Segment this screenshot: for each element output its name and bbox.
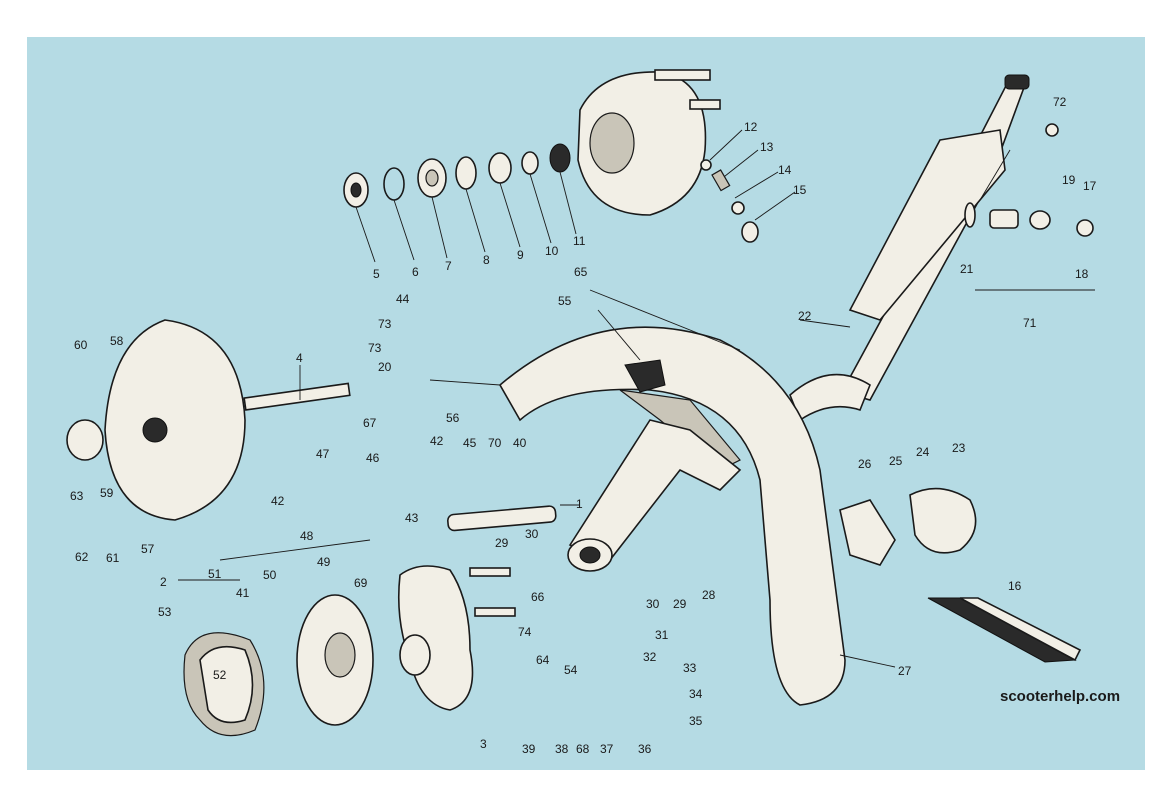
label-25: 25 <box>889 454 903 468</box>
label-64: 64 <box>536 653 550 667</box>
label-42b: 42 <box>271 494 285 508</box>
hub-flange-top <box>577 69 721 216</box>
label-72: 72 <box>1053 95 1067 109</box>
label-28: 28 <box>702 588 716 602</box>
label-74: 74 <box>518 625 532 639</box>
label-15: 15 <box>793 183 807 197</box>
label-54: 54 <box>564 663 578 677</box>
label-41: 41 <box>236 586 250 600</box>
label-26: 26 <box>858 457 872 471</box>
watermark-text: scooterhelp.com <box>1000 688 1121 705</box>
label-48: 48 <box>300 529 314 543</box>
label-7: 7 <box>445 259 452 273</box>
label-37: 37 <box>600 742 614 756</box>
pin-1 <box>447 505 557 532</box>
label-46: 46 <box>366 451 380 465</box>
label-19: 19 <box>1062 173 1076 187</box>
bearings-row <box>343 143 571 208</box>
label-60: 60 <box>74 338 88 352</box>
label-51: 51 <box>208 567 222 581</box>
label-47: 47 <box>316 447 330 461</box>
label-52: 52 <box>213 668 227 682</box>
label-30a: 30 <box>525 527 539 541</box>
label-53: 53 <box>158 605 172 619</box>
label-59: 59 <box>100 486 114 500</box>
label-68: 68 <box>576 742 590 756</box>
label-43: 43 <box>405 511 419 525</box>
label-10: 10 <box>545 244 559 258</box>
label-58: 58 <box>110 334 124 348</box>
label-13: 13 <box>760 140 774 154</box>
label-69: 69 <box>354 576 368 590</box>
label-57: 57 <box>141 542 155 556</box>
label-1: 1 <box>576 497 583 511</box>
label-63: 63 <box>70 489 84 503</box>
label-29a: 29 <box>495 536 509 550</box>
label-4: 4 <box>296 351 303 365</box>
label-21: 21 <box>960 262 974 276</box>
label-16: 16 <box>1008 579 1022 593</box>
leader-lines <box>178 129 1095 668</box>
brake-shoes <box>183 632 265 737</box>
label-29b: 29 <box>673 597 687 611</box>
label-24: 24 <box>916 445 930 459</box>
label-9: 9 <box>517 248 524 262</box>
label-73a: 73 <box>378 317 392 331</box>
label-49: 49 <box>317 555 331 569</box>
brake-backing-plate <box>296 594 374 726</box>
label-50: 50 <box>263 568 277 582</box>
decal-16 <box>927 597 1082 663</box>
label-66: 66 <box>531 590 545 604</box>
label-36: 36 <box>638 742 652 756</box>
label-44: 44 <box>396 292 410 306</box>
label-34: 34 <box>689 687 703 701</box>
label-42a: 42 <box>430 434 444 448</box>
label-70: 70 <box>488 436 502 450</box>
label-35: 35 <box>689 714 703 728</box>
label-2: 2 <box>160 575 167 589</box>
label-8: 8 <box>483 253 490 267</box>
label-30b: 30 <box>646 597 660 611</box>
label-6: 6 <box>412 265 419 279</box>
label-67: 67 <box>363 416 377 430</box>
label-40: 40 <box>513 436 527 450</box>
label-39: 39 <box>522 742 536 756</box>
label-5: 5 <box>373 267 380 281</box>
label-11: 11 <box>573 234 586 248</box>
label-73b: 73 <box>368 341 382 355</box>
label-56: 56 <box>446 411 460 425</box>
label-62: 62 <box>75 550 89 564</box>
label-17: 17 <box>1083 179 1097 193</box>
hub-carrier <box>397 565 516 711</box>
label-31: 31 <box>655 628 669 642</box>
label-38: 38 <box>555 742 569 756</box>
steering-column <box>789 74 1030 422</box>
brake-drum <box>66 319 351 521</box>
label-55: 55 <box>558 294 572 308</box>
label-12: 12 <box>744 120 758 134</box>
label-3: 3 <box>480 737 487 751</box>
fork-swing-arm <box>567 419 742 572</box>
label-61: 61 <box>106 551 120 565</box>
label-27: 27 <box>898 664 912 678</box>
small-fasteners <box>700 123 1094 243</box>
label-65: 65 <box>574 265 588 279</box>
label-18: 18 <box>1075 267 1089 281</box>
label-22: 22 <box>798 309 812 323</box>
label-71: 71 <box>1023 316 1037 330</box>
cover-plate-23 <box>839 487 977 566</box>
label-20: 20 <box>378 360 392 374</box>
label-14: 14 <box>778 163 792 177</box>
label-45: 45 <box>463 436 477 450</box>
part-number-labels: 1 2 3 4 5 6 7 8 9 10 11 12 13 14 15 16 1… <box>70 95 1097 756</box>
label-32: 32 <box>643 650 657 664</box>
label-33: 33 <box>683 661 697 675</box>
label-23: 23 <box>952 441 966 455</box>
